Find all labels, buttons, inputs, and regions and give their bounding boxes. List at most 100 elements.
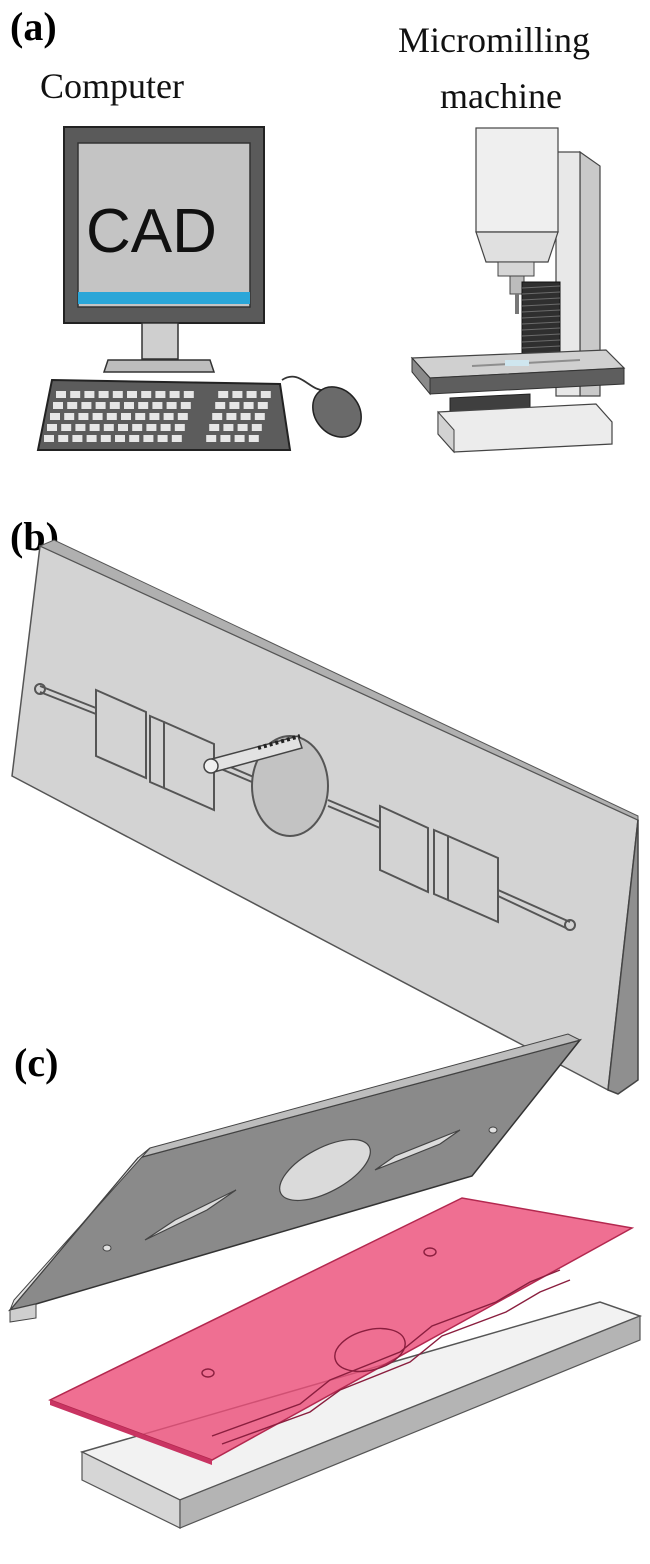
- keyboard-key: [132, 424, 143, 431]
- keyboard-key: [243, 402, 254, 409]
- keyboard-key: [232, 391, 243, 398]
- keyboard-key: [112, 391, 123, 398]
- keyboard-key: [56, 391, 66, 398]
- micromilling-machine-illustration: [410, 127, 626, 454]
- panel-c-label: (c): [14, 1040, 58, 1085]
- keyboard: [36, 378, 292, 451]
- keyboard-key: [237, 424, 248, 431]
- keyboard-key: [248, 435, 259, 442]
- keyboard-key: [160, 424, 171, 431]
- keyboard-key: [251, 424, 262, 431]
- keyboard-key: [174, 424, 185, 431]
- keyboard-key: [115, 435, 125, 442]
- keyboard-key: [47, 424, 57, 431]
- keyboard-key: [100, 435, 111, 442]
- bellows-fold: [521, 339, 561, 343]
- keyboard-key: [129, 435, 140, 442]
- keyboard-key: [180, 402, 191, 409]
- keyboard-key: [64, 413, 75, 420]
- keyboard-key: [146, 424, 157, 431]
- keyboard-key: [206, 435, 217, 442]
- keyboard-key: [246, 391, 257, 398]
- bellows-fold: [521, 345, 561, 349]
- bellows-fold: [521, 297, 561, 301]
- keyboard-key: [183, 391, 194, 398]
- keyboard-key: [141, 391, 152, 398]
- bellows-fold: [521, 333, 561, 337]
- microchannel-pattern: [34, 683, 576, 931]
- panel-a-label: (a): [10, 4, 57, 49]
- keyboard-key: [155, 391, 166, 398]
- keyboard-key: [70, 391, 81, 398]
- keyboard-key: [218, 391, 229, 398]
- keyboard-key: [157, 435, 168, 442]
- keyboard-key: [138, 402, 149, 409]
- bellows-fold: [521, 327, 561, 331]
- keyboard-key: [53, 402, 63, 409]
- keyboard-key: [135, 413, 146, 420]
- keyboard-key: [103, 424, 114, 431]
- keyboard-key: [95, 402, 106, 409]
- keyboard-key: [44, 435, 54, 442]
- keyboard-key: [124, 402, 134, 409]
- keyboard-key: [127, 391, 137, 398]
- machine-caption-line2: machine: [440, 76, 562, 116]
- keyboard-key: [257, 402, 268, 409]
- mouse-icon: [281, 375, 362, 438]
- pink-film-layer: [48, 1197, 635, 1465]
- keyboard-key: [220, 435, 231, 442]
- keyboard-key: [92, 413, 103, 420]
- monitor: CAD: [63, 126, 265, 324]
- bellows-fold: [521, 285, 561, 289]
- bellows-fold: [521, 291, 561, 295]
- keyboard-key: [234, 435, 245, 442]
- keyboard-key: [84, 391, 95, 398]
- keyboard-key: [240, 413, 251, 420]
- machine-caption-line1: Micromilling: [398, 20, 590, 60]
- keyboard-key: [50, 413, 60, 420]
- keyboard-key: [166, 402, 177, 409]
- computer-caption: Computer: [40, 66, 184, 106]
- keyboard-key: [226, 413, 237, 420]
- milled-mold-plate: [11, 539, 639, 1095]
- bellows-fold: [521, 315, 561, 319]
- keyboard-key: [260, 391, 271, 398]
- keyboard-key: [254, 413, 265, 420]
- keyboard-key: [109, 402, 120, 409]
- keyboard-key: [171, 435, 182, 442]
- screen-accent-bar: [78, 292, 250, 304]
- keyboard-key: [98, 391, 109, 398]
- end-mill-tool: [203, 734, 303, 774]
- panel-c: (c): [7, 1033, 643, 1529]
- keyboard-key: [72, 435, 83, 442]
- computer-illustration: CAD: [36, 126, 362, 451]
- panel-a: (a) Computer Micromilling machine CAD: [10, 4, 626, 454]
- keyboard-key: [143, 435, 154, 442]
- monitor-stand: [102, 322, 216, 373]
- upper-plate: [7, 1033, 582, 1323]
- keyboard-key: [229, 402, 240, 409]
- keyboard-key: [89, 424, 100, 431]
- keyboard-key: [86, 435, 97, 442]
- panel-b: (b): [10, 514, 639, 1095]
- keyboard-key: [118, 424, 128, 431]
- keyboard-key: [75, 424, 86, 431]
- keyboard-key: [152, 402, 163, 409]
- keyboard-key: [121, 413, 131, 420]
- bellows-fold: [521, 309, 561, 313]
- keyboard-key: [212, 413, 223, 420]
- keyboard-key: [58, 435, 69, 442]
- keyboard-key: [209, 424, 220, 431]
- keyboard-key: [163, 413, 174, 420]
- keyboard-key: [61, 424, 72, 431]
- keyboard-key: [149, 413, 160, 420]
- bellows-fold: [521, 303, 561, 307]
- keyboard-key: [223, 424, 234, 431]
- keyboard-key: [169, 391, 180, 398]
- keyboard-key: [177, 413, 188, 420]
- keyboard-key: [215, 402, 226, 409]
- keyboard-key: [78, 413, 89, 420]
- cad-screen-text: CAD: [86, 197, 217, 266]
- bellows-fold: [521, 321, 561, 325]
